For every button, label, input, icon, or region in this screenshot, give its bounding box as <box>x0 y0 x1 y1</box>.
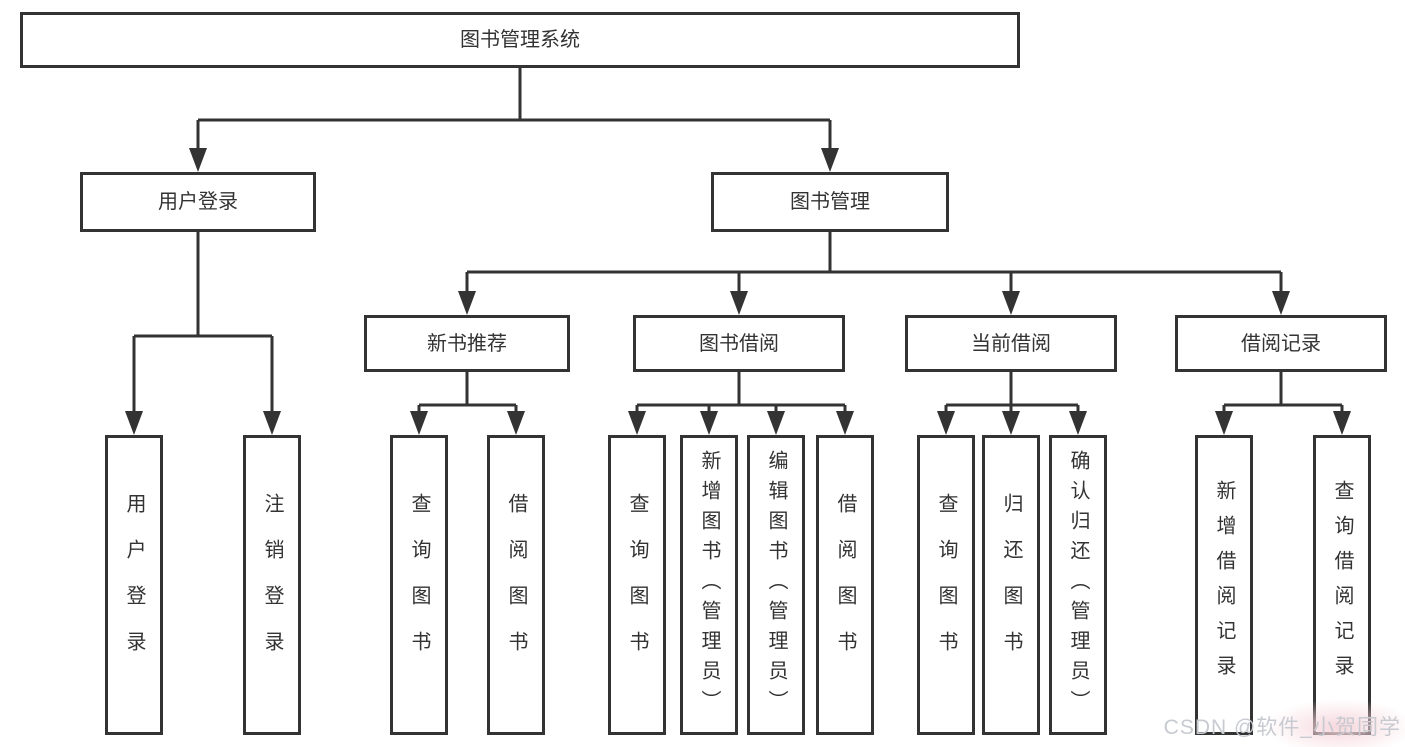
arrow-down-icon <box>410 411 428 435</box>
arrow-down-icon <box>730 291 748 315</box>
arrow-down-icon <box>125 411 143 435</box>
arrow-down-icon <box>263 411 281 435</box>
node-book-management: 图书管理 <box>711 172 949 232</box>
leaf-logout: 注销登录 <box>243 435 301 735</box>
leaf-add-borrow-record: 新增借阅记录 <box>1195 435 1253 735</box>
leaf-query-books: 查询图书 <box>390 435 448 735</box>
leaf-edit-book-admin: 编辑图书（管理员） <box>747 435 805 735</box>
leaf-query-books: 查询图书 <box>608 435 666 735</box>
leaf-query-books: 查询图书 <box>917 435 975 735</box>
arrow-down-icon <box>1333 411 1351 435</box>
leaf-add-book-admin: 新增图书（管理员） <box>680 435 738 735</box>
leaf-borrow-books: 借阅图书 <box>816 435 874 735</box>
node-library-system: 图书管理系统 <box>20 12 1020 68</box>
leaf-borrow-books: 借阅图书 <box>487 435 545 735</box>
arrow-down-icon <box>1069 411 1087 435</box>
watermark: CSDN @软件_小贺同学 <box>1163 716 1401 739</box>
node-borrowing-records: 借阅记录 <box>1175 315 1387 372</box>
arrow-down-icon <box>458 291 476 315</box>
node-user-login: 用户登录 <box>80 172 316 232</box>
leaf-user-login: 用户登录 <box>105 435 163 735</box>
arrow-down-icon <box>628 411 646 435</box>
leaf-confirm-return-admin: 确认归还（管理员） <box>1049 435 1107 735</box>
node-current-borrowing: 当前借阅 <box>905 315 1117 372</box>
watermark-glow <box>1265 699 1405 747</box>
leaf-return-books: 归还图书 <box>982 435 1040 735</box>
arrow-down-icon <box>937 411 955 435</box>
arrow-down-icon <box>507 411 525 435</box>
arrow-down-icon <box>1002 411 1020 435</box>
node-new-book-recommend: 新书推荐 <box>364 315 570 372</box>
arrow-down-icon <box>767 411 785 435</box>
arrow-down-icon <box>700 411 718 435</box>
arrow-down-icon <box>1002 291 1020 315</box>
leaf-query-borrow-record: 查询借阅记录 <box>1313 435 1371 735</box>
arrow-down-icon <box>189 148 207 172</box>
arrow-down-icon <box>821 148 839 172</box>
arrow-down-icon <box>1215 411 1233 435</box>
arrow-down-icon <box>1272 291 1290 315</box>
arrow-down-icon <box>836 411 854 435</box>
node-book-borrowing: 图书借阅 <box>633 315 845 372</box>
